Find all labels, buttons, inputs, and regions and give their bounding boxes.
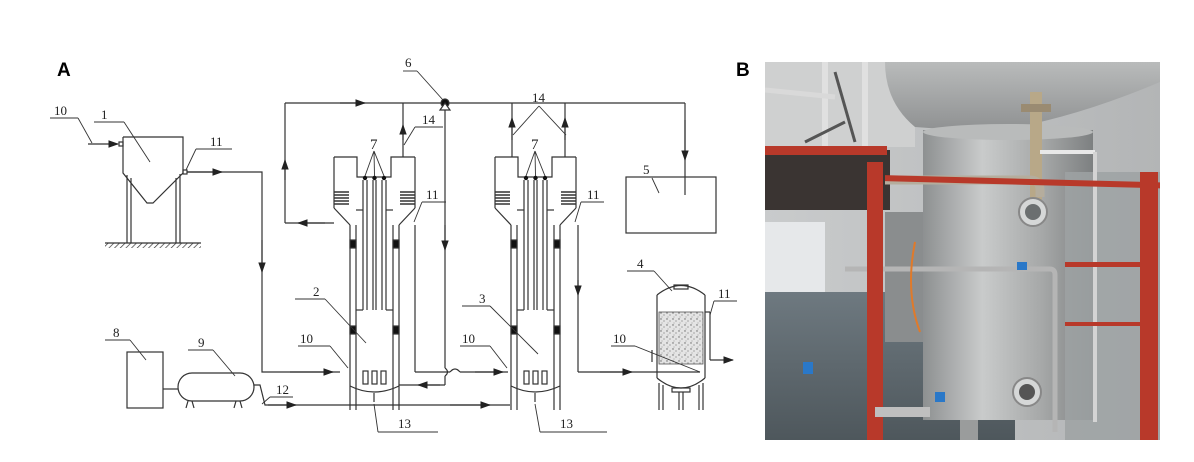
filter-tank <box>651 284 711 410</box>
label-4-filter-tank: 4 <box>637 256 644 271</box>
label-13-drain: 13 <box>398 416 411 431</box>
label-3-reactor: 3 <box>479 291 486 306</box>
label-10-inlet-reactor: 10 <box>300 331 313 346</box>
label-6-pump: 6 <box>405 55 412 70</box>
reactor-first <box>333 156 416 410</box>
label-5-gas-collector: 5 <box>643 162 650 177</box>
air-tank <box>177 372 255 402</box>
feed-line <box>187 171 340 373</box>
label-11-outlet-reactor: 11 <box>426 187 439 202</box>
label-2-reactor: 2 <box>313 284 320 299</box>
label-11-outlet: 11 <box>210 134 223 149</box>
label-14-gas-vent: 14 <box>422 112 436 127</box>
label-9-air-tank: 9 <box>198 335 205 350</box>
gas-collector <box>625 176 717 234</box>
process-schematic: 10 1 11 6 14 7 7 14 11 11 5 2 3 10 10 10… <box>50 55 737 433</box>
label-11-outlet-reactor-second: 11 <box>587 187 600 202</box>
label-10-inlet-reactor-second: 10 <box>462 331 475 346</box>
label-1-settling-tank: 1 <box>101 107 108 122</box>
label-12-air-line: 12 <box>276 382 289 397</box>
power-supply <box>126 351 164 409</box>
panel-label-a: A <box>57 60 71 81</box>
label-13-drain-second: 13 <box>560 416 573 431</box>
reactor-second <box>494 156 577 410</box>
label-8-power-supply: 8 <box>113 325 120 340</box>
label-7-electrodes: 7 <box>370 137 378 153</box>
label-10-inlet: 10 <box>54 103 67 118</box>
label-10-inlet-filter: 10 <box>613 331 626 346</box>
label-14-gas-vent-second: 14 <box>532 90 546 105</box>
label-11-outlet-filter: 11 <box>718 286 731 301</box>
settling-tank <box>105 136 201 248</box>
label-7-electrodes-second: 7 <box>531 137 539 153</box>
equipment-photo <box>765 62 1160 440</box>
panel-label-b: B <box>736 60 750 81</box>
